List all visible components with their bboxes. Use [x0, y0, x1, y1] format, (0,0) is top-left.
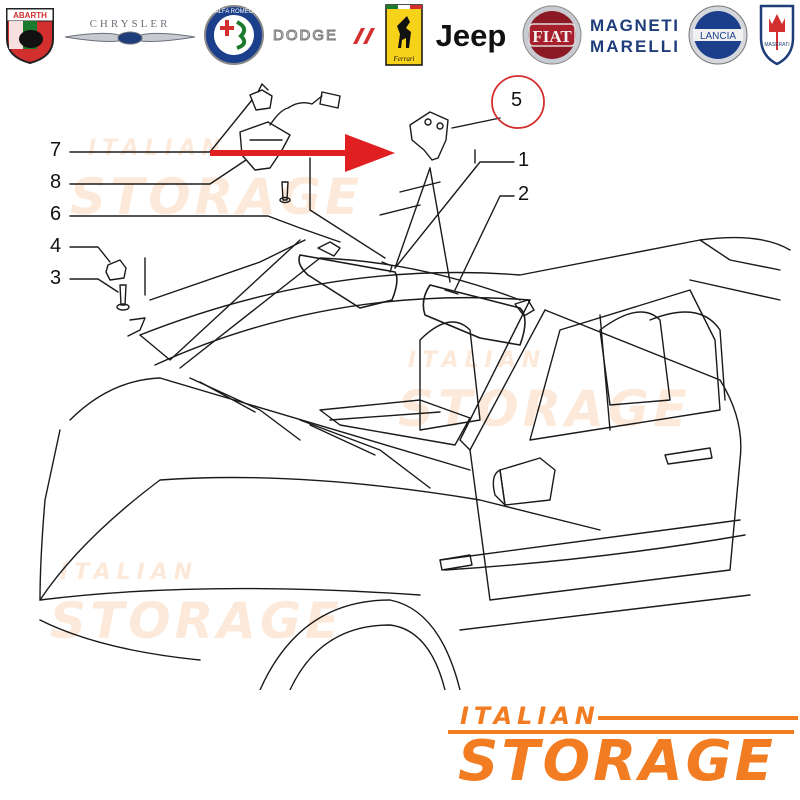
- door-handle: [664, 447, 713, 465]
- sun-visor-exploded-diagram: [39, 75, 791, 690]
- callout-6: 6: [50, 203, 62, 225]
- windshield-inner: [179, 257, 521, 369]
- callout-2: 2: [518, 183, 530, 205]
- svg-text:LANCIA: LANCIA: [700, 31, 736, 42]
- part-7-clip: [249, 89, 273, 111]
- svg-text:CHRYSLER: CHRYSLER: [89, 18, 170, 30]
- svg-text:Jeep: Jeep: [436, 18, 507, 53]
- sun-visor-right: [422, 284, 526, 346]
- brand-logos-header: ABARTH CHRYSLER ALFA ROMEO DODGE: [0, 0, 800, 70]
- door-window: [529, 289, 721, 441]
- ferrari-logo: Ferrari: [384, 4, 424, 66]
- part-5-bracket: [409, 111, 449, 161]
- body-crease: [439, 519, 741, 561]
- leader-3: [69, 278, 119, 293]
- maserati-logo: MASERATI: [756, 4, 798, 66]
- italian-storage-logo: ITALIAN STORAGE: [448, 700, 798, 800]
- callout-1: 1: [518, 149, 530, 171]
- wheel-arch: [259, 599, 461, 690]
- part-3-screw: [119, 284, 127, 306]
- side-mirror: [499, 457, 556, 506]
- leader-1: [394, 161, 515, 269]
- fiat-logo: FIAT: [520, 4, 584, 66]
- door-outline: [469, 309, 742, 601]
- svg-text:ALFA ROMEO: ALFA ROMEO: [215, 9, 254, 15]
- seat-left: [419, 321, 481, 431]
- svg-text:DODGE: DODGE: [273, 27, 338, 44]
- alfa-romeo-logo: ALFA ROMEO: [202, 4, 266, 66]
- windshield-bottom: [159, 377, 471, 471]
- chrysler-logo: CHRYSLER: [62, 4, 197, 66]
- part-5-highlight-circle: [491, 75, 545, 129]
- lancia-logo: LANCIA: [686, 4, 750, 66]
- brand-top-text: ITALIAN: [460, 702, 600, 730]
- watermark-top: ITALIAN: [88, 136, 227, 161]
- wiper-right: [299, 419, 431, 489]
- windshield-top: [154, 296, 531, 366]
- svg-text:MARELLI: MARELLI: [590, 37, 678, 56]
- svg-text:MASERATI: MASERATI: [764, 42, 789, 48]
- jeep-logo: Jeep: [428, 4, 514, 66]
- svg-text:Ferrari: Ferrari: [393, 55, 415, 63]
- svg-text:MAGNETI: MAGNETI: [590, 16, 678, 35]
- windshield-frame-left: [139, 239, 301, 361]
- wiper-left: [189, 377, 301, 441]
- watermark-bottom: STORAGE: [50, 592, 344, 650]
- svg-text:ABARTH: ABARTH: [13, 11, 47, 20]
- brand-line-top: [598, 716, 798, 720]
- brand-line-middle: [448, 730, 794, 734]
- callout-5: 5: [511, 89, 523, 111]
- svg-text:FIAT: FIAT: [532, 27, 572, 46]
- a-pillar: [459, 299, 546, 451]
- part-4-nut: [105, 259, 127, 281]
- part-6-screw: [281, 181, 289, 201]
- leader-7: [69, 99, 253, 153]
- watermark-top: ITALIAN: [60, 560, 199, 585]
- part-8-wire: [269, 95, 323, 126]
- callout-4: 4: [50, 235, 62, 257]
- dodge-logo: DODGE: [270, 4, 380, 66]
- callout-3: 3: [50, 267, 62, 289]
- leader-8: [69, 159, 247, 185]
- part-8-lamp-housing: [239, 121, 291, 171]
- leader-5: [451, 117, 501, 129]
- dashboard: [319, 399, 471, 446]
- magneti-marelli-logo: MAGNETI MARELLI: [588, 4, 680, 66]
- leader-2: [454, 195, 515, 291]
- brand-bottom-text: STORAGE: [458, 729, 776, 794]
- seat-right: [599, 311, 671, 406]
- sun-visor-left: [298, 254, 398, 309]
- abarth-logo: ABARTH: [2, 4, 58, 66]
- callout-7: 7: [50, 139, 62, 161]
- leader-4: [69, 246, 111, 263]
- rocker: [459, 594, 751, 631]
- callout-8: 8: [50, 171, 62, 193]
- roof-line: [139, 236, 791, 336]
- leader-6: [69, 215, 341, 243]
- hood: [39, 476, 601, 601]
- red-arrow: [210, 134, 395, 172]
